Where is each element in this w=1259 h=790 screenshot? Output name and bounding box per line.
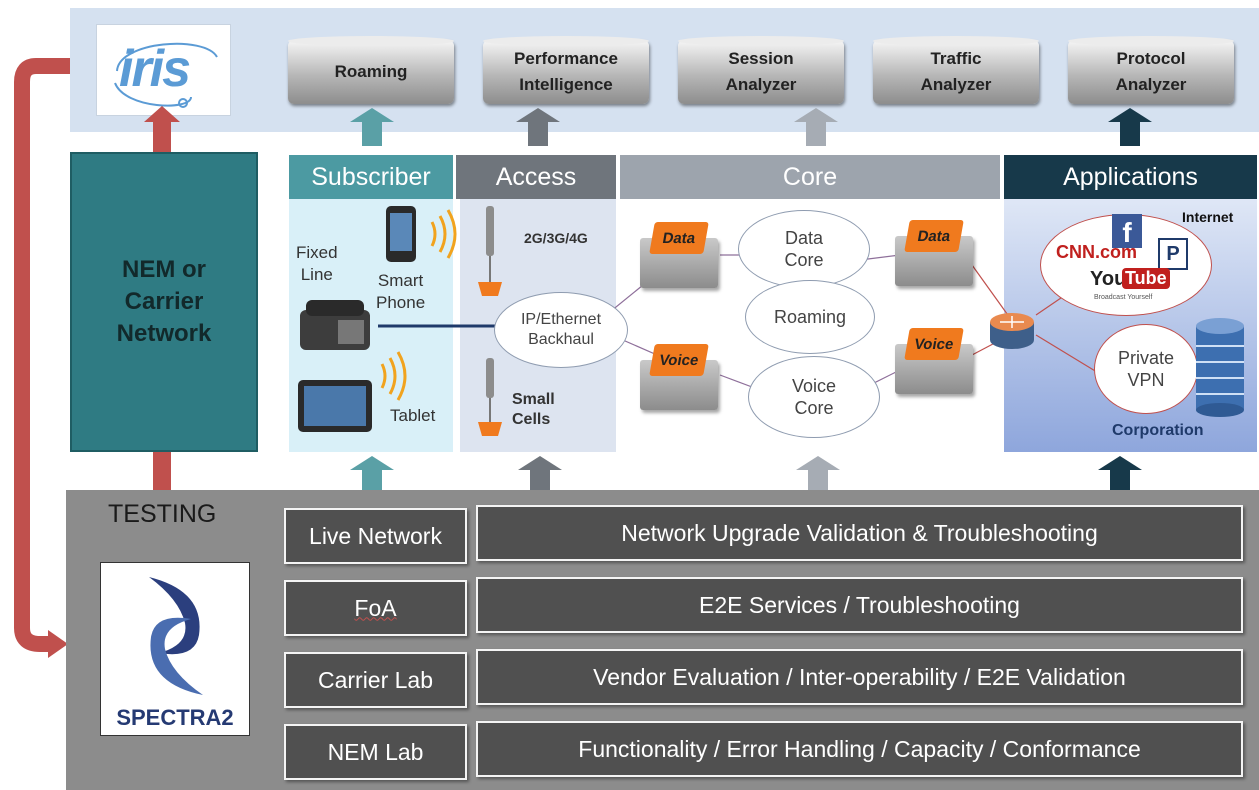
up-arrow-subscriber-top	[350, 108, 394, 146]
small-cell-tower-icon	[478, 358, 502, 436]
module-traffic-analyzer: Traffic Analyzer	[873, 36, 1039, 104]
module-label: Performance Intelligence	[514, 49, 618, 94]
row-nem-lab-desc: Functionality / Error Handling / Capacit…	[476, 721, 1243, 777]
desk-phone-icon	[300, 300, 370, 350]
data-tag: Data	[649, 222, 709, 254]
row-foa-desc: E2E Services / Troubleshooting	[476, 577, 1243, 633]
cell-tower-icon	[478, 206, 502, 296]
header-core: Core	[620, 155, 1000, 199]
row-live-network-desc: Network Upgrade Validation & Troubleshoo…	[476, 505, 1243, 561]
data-tag: Data	[904, 220, 964, 252]
spectra2-logo: SPECTRA2	[100, 562, 250, 736]
spectra2-swirl-icon	[149, 577, 203, 695]
up-arrow-access-bottom	[518, 456, 562, 492]
feedback-arrow-head	[48, 630, 68, 658]
corporation-label: Corporation	[1112, 422, 1204, 439]
internet-label: Internet	[1182, 209, 1234, 225]
analytics-band	[70, 8, 1259, 132]
up-arrow-subscriber-bottom	[350, 456, 394, 492]
fixed-line-label: Fixed Line	[296, 243, 338, 284]
data-node-left: Data	[640, 222, 718, 288]
router-icon	[990, 313, 1034, 349]
row-carrier-lab-desc: Vendor Evaluation / Inter-operability / …	[476, 649, 1243, 705]
row-foa-label: FoA	[284, 580, 467, 636]
roaming-cloud: Roaming	[745, 280, 875, 354]
up-arrow-core-top	[794, 108, 838, 146]
header-access: Access	[456, 155, 616, 199]
up-arrow-apps-top	[1108, 108, 1152, 146]
iris-orbit-icon	[114, 42, 218, 108]
smartphone-icon	[386, 206, 457, 262]
nem-carrier-network-box: NEM or Carrier Network	[70, 152, 258, 452]
voice-tag: Voice	[904, 328, 964, 360]
module-protocol-analyzer: Protocol Analyzer	[1068, 36, 1234, 104]
module-label: Protocol Analyzer	[1115, 49, 1187, 94]
up-arrow-core-bottom	[796, 456, 840, 492]
feedback-loop-arrow	[13, 58, 70, 652]
voice-core-cloud: Voice Core	[748, 356, 880, 438]
private-vpn-cloud: Private VPN	[1094, 324, 1198, 414]
header-applications: Applications	[1004, 155, 1257, 199]
ip-ethernet-backhaul-cloud: IP/Ethernet Backhaul	[494, 292, 628, 368]
facebook-icon: f	[1112, 214, 1142, 248]
row-live-network-label: Live Network	[284, 508, 467, 564]
data-node-right: Data	[895, 220, 973, 286]
youtube-tagline: Broadcast Yourself	[1094, 294, 1153, 301]
module-label: Traffic Analyzer	[920, 49, 992, 94]
up-arrow-access-top	[516, 108, 560, 146]
tablet-label: Tablet	[390, 406, 436, 425]
pandora-icon: P	[1158, 238, 1188, 270]
row-carrier-lab-label: Carrier Lab	[284, 652, 467, 708]
iris-logo-text: iris	[119, 40, 191, 98]
module-label: Roaming	[334, 62, 408, 81]
voice-node-left: Voice	[640, 344, 718, 410]
module-label: Session Analyzer	[725, 49, 797, 94]
voice-node-right: Voice	[895, 328, 973, 394]
red-arrow-nem-to-iris	[144, 106, 180, 154]
database-server-icon	[1196, 318, 1244, 417]
radio-2g3g4g-label: 2G/3G/4G	[524, 230, 588, 246]
module-roaming: Roaming	[288, 36, 454, 104]
module-session-analyzer: Session Analyzer	[678, 36, 844, 104]
testing-label: TESTING	[108, 500, 217, 528]
smart-phone-label: Smart Phone	[376, 271, 426, 312]
tablet-icon	[298, 351, 407, 432]
spectra2-logo-text: SPECTRA2	[116, 705, 234, 730]
row-nem-lab-label: NEM Lab	[284, 724, 467, 780]
data-core-cloud: Data Core	[738, 210, 870, 288]
youtube-logo-you: You	[1090, 268, 1127, 290]
youtube-logo-tube: Tube	[1122, 268, 1170, 289]
module-performance-intelligence: Performance Intelligence	[483, 36, 649, 104]
red-connector-testing-nem	[153, 452, 171, 492]
voice-tag: Voice	[649, 344, 709, 376]
small-cells-label: Small Cells	[512, 391, 555, 428]
up-arrow-apps-bottom	[1098, 456, 1142, 492]
header-subscriber: Subscriber	[289, 155, 453, 199]
iris-logo: iris	[96, 24, 231, 116]
